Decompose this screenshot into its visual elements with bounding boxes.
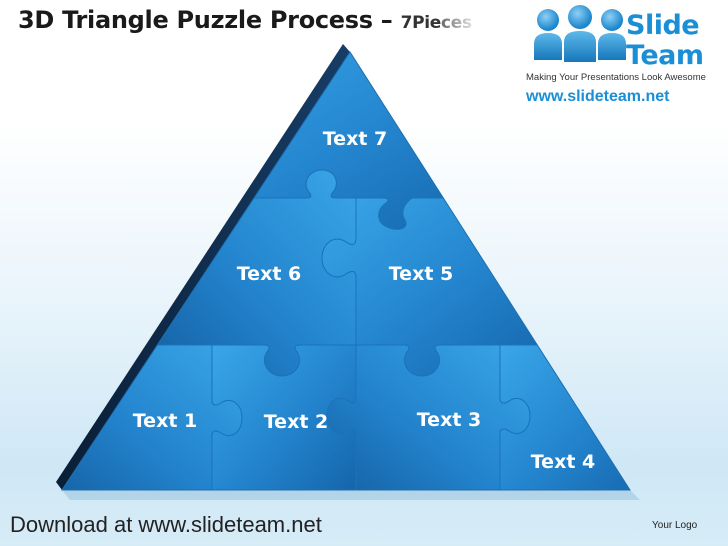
brand-slide: Slide xyxy=(626,10,700,41)
people-group-icon xyxy=(534,5,626,62)
title-subtitle: 7Pie xyxy=(400,13,442,33)
download-footer: Download at www.slideteam.net xyxy=(10,512,322,537)
pyramid-outline xyxy=(61,51,631,491)
piece-1-label: Text 1 xyxy=(133,410,198,432)
piece-6-label: Text 6 xyxy=(237,263,302,285)
slide-title: 3D Triangle Puzzle Process – 7Pieces xyxy=(18,6,472,34)
slideteam-logo: Slide Team Making Your Presentations Loo… xyxy=(520,4,725,110)
piece-3-label: Text 3 xyxy=(417,409,482,431)
piece-5-label: Text 5 xyxy=(389,263,454,285)
piece-7-label: Text 7 xyxy=(323,128,388,150)
title-subtitle-fade: ces xyxy=(441,13,472,33)
piece-2-label: Text 2 xyxy=(264,411,329,433)
title-main: 3D Triangle Puzzle Process – xyxy=(18,6,401,34)
your-logo-placeholder: Your Logo xyxy=(652,520,698,531)
piece-4-label: Text 4 xyxy=(531,451,596,473)
brand-team: Team xyxy=(626,40,704,71)
pyramid-base-shadow xyxy=(62,490,640,500)
pyramid-side-shadow xyxy=(56,44,350,490)
brand-url[interactable]: www.slideteam.net xyxy=(526,88,670,105)
brand-tagline: Making Your Presentations Look Awesome xyxy=(526,72,706,83)
